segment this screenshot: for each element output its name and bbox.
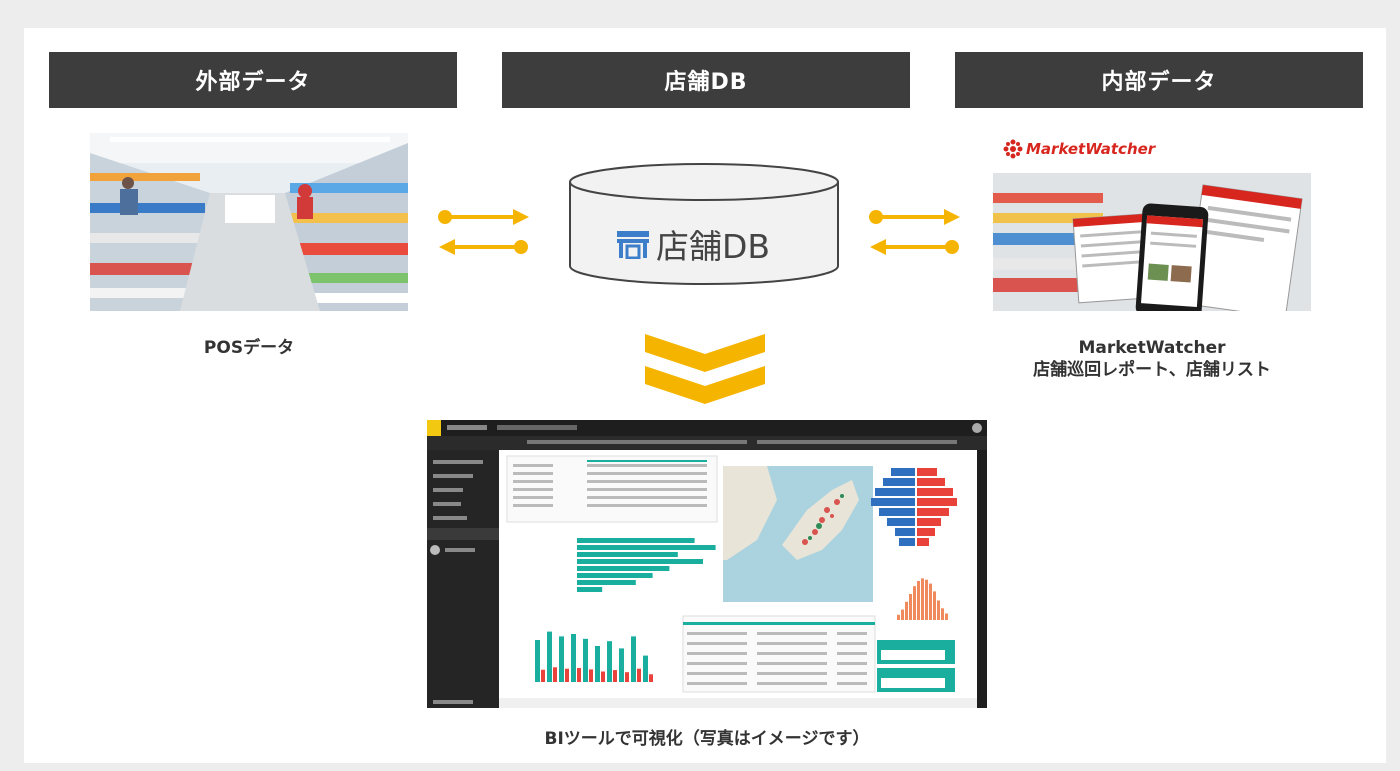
bi-hbar [577,580,636,585]
bi-hist-bar [909,594,912,620]
bi-column-bar [643,655,648,682]
bidirectional-arrow-left [438,209,529,255]
bi-hbar [577,587,603,592]
bi-column-bar [559,636,564,682]
header-internal-data: 内部データ [955,52,1363,108]
bi-column-bar [607,641,612,682]
bi-column-bar-secondary [553,667,557,682]
bi-funnel-right-bar [917,468,937,476]
bidirectional-arrow-right [869,209,960,255]
bi-column-bar-secondary [601,671,605,682]
bi-column-bar [535,640,540,682]
bi-hist-bar [921,578,924,620]
bi-hist-bar [933,591,936,620]
bi-funnel-left-bar [879,508,915,516]
bi-hbar [577,566,670,571]
bi-hist-bar [913,586,916,620]
bi-funnel-right-bar [917,488,953,496]
bi-hist-bar [925,579,928,620]
bi-hist-bar [941,608,944,620]
pos-store-photo [90,133,408,311]
bi-column-bar [595,646,600,682]
bi-column-bar [619,648,624,682]
bi-column-bar-secondary [649,674,653,682]
bi-funnel-right-bar [917,478,945,486]
storefront-icon [617,231,649,259]
marketwatcher-logo-text: MarketWatcher [1026,140,1156,158]
marketwatcher-photo: MarketWatcher [993,133,1311,311]
bi-funnel-left-bar [883,478,915,486]
bi-hbar [577,545,716,550]
bi-hist-bar [937,600,940,620]
bi-column-bar-secondary [565,668,569,682]
bi-funnel-right-bar [917,538,929,546]
db-logo: 店舗DB [616,222,816,266]
bi-column-bar-secondary [541,669,545,682]
bi-column-bar-secondary [625,672,629,682]
flower-logo-icon [1003,139,1023,159]
db-logo-text: 店舗DB [656,227,771,266]
bi-hbar [577,573,653,578]
bi-funnel-right-bar [917,518,941,526]
bi-funnel-left-bar [891,468,915,476]
bi-hist-bar [905,601,908,620]
down-chevron-icon [645,334,765,404]
bi-hist-bar [901,609,904,620]
marketwatcher-caption-line2: 店舗巡回レポート、店舗リスト [1033,360,1271,380]
bi-hist-bar [929,583,932,620]
bi-column-bar [547,631,552,682]
bi-hist-bar [945,613,948,620]
marketwatcher-caption-line1: MarketWatcher [1078,338,1226,358]
bi-hbar [577,552,678,557]
bi-funnel-left-bar [871,498,915,506]
bi-funnel-left-bar [887,518,915,526]
bi-column-bar [631,636,636,682]
bi-column-bar [583,638,588,682]
header-external-data: 外部データ [49,52,457,108]
bi-funnel-right-bar [917,508,949,516]
bi-hbar [577,538,695,543]
bi-column-bar-secondary [589,669,593,682]
header-store-db: 店舗DB [502,52,910,108]
bi-caption: BIツールで可視化（写真はイメージです） [544,729,870,749]
bi-funnel-right-bar [917,498,957,506]
bi-funnel-left-bar [875,488,915,496]
bi-hbar [577,559,703,564]
bi-column-bar-secondary [577,668,581,682]
bi-column-bar [571,634,576,682]
bi-funnel-left-bar [899,538,915,546]
bi-column-bar-secondary [613,670,617,682]
marketwatcher-caption: MarketWatcher 店舗巡回レポート、店舗リスト [993,337,1311,381]
bi-funnel-left-bar [895,528,915,536]
pos-caption: POSデータ [203,338,295,358]
bi-hist-bar [897,614,900,620]
bi-funnel-right-bar [917,528,935,536]
store-db-cylinder: 店舗DB [568,162,840,286]
marketwatcher-logo: MarketWatcher [1003,139,1155,159]
bi-hist-bar [917,581,920,620]
bi-dashboard-screenshot [427,420,987,708]
bi-column-bar-secondary [637,668,641,682]
